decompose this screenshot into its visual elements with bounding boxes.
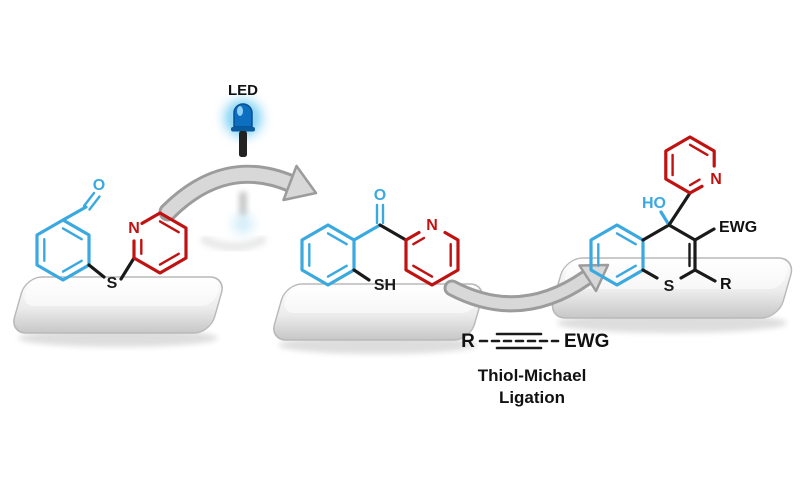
product-ewg-label: EWG [719,219,757,236]
product-molecule: S HO EWG R N [589,135,757,295]
product-r-bond [693,268,717,283]
intermediate-molecule: O SH N [300,187,460,294]
reactant-pyridine-ring [132,211,188,275]
product-pyridine-ring [664,135,716,195]
step-label: Thiol-Michael Ligation [478,366,587,407]
intermediate-oxygen-label: O [374,187,386,204]
led-label: LED [228,82,258,99]
alkyne-r-label: R [461,331,475,352]
alkyne-ewg-label: EWG [564,331,609,352]
product-nitrogen-label: N [710,171,722,188]
product-benzene-ring [589,223,645,287]
product-sulfur-label: S [664,278,675,295]
step-label-line2: Ligation [499,388,565,407]
arrow-step1 [158,164,318,222]
reactant-thioether-bonds [87,256,136,281]
product-r-label: R [720,276,732,293]
intermediate-ketone-group [352,203,408,242]
intermediate-nitrogen-label: N [426,217,438,234]
intermediate-pyridine-ring [404,230,460,287]
intermediate-thiol-bond [352,268,371,282]
platform-middle [273,283,483,354]
led-icon [225,100,261,157]
reactant-sulfur-label: S [107,275,118,292]
intermediate-benzene-ring [300,223,356,287]
alkyne-reagent: R EWG [461,331,609,352]
reactant-benzene-ring [35,218,91,282]
reactant-aldehyde-group [61,191,101,222]
reactant-molecule: O S N [35,177,188,292]
product-thiopyran-ring [641,223,697,280]
intermediate-thiol-label: SH [374,277,396,294]
reflections [200,192,267,252]
step-label-line1: Thiol-Michael [478,366,587,385]
product-ewg-bond [693,227,716,242]
reactant-oxygen-label: O [93,177,105,194]
product-pyridine-bond [667,191,692,227]
product-hydroxyl-bond [659,210,671,227]
reactant-nitrogen-label: N [128,220,140,237]
product-hydroxyl-label: HO [642,195,666,212]
platform-right [551,257,793,333]
platform-left [13,276,223,347]
